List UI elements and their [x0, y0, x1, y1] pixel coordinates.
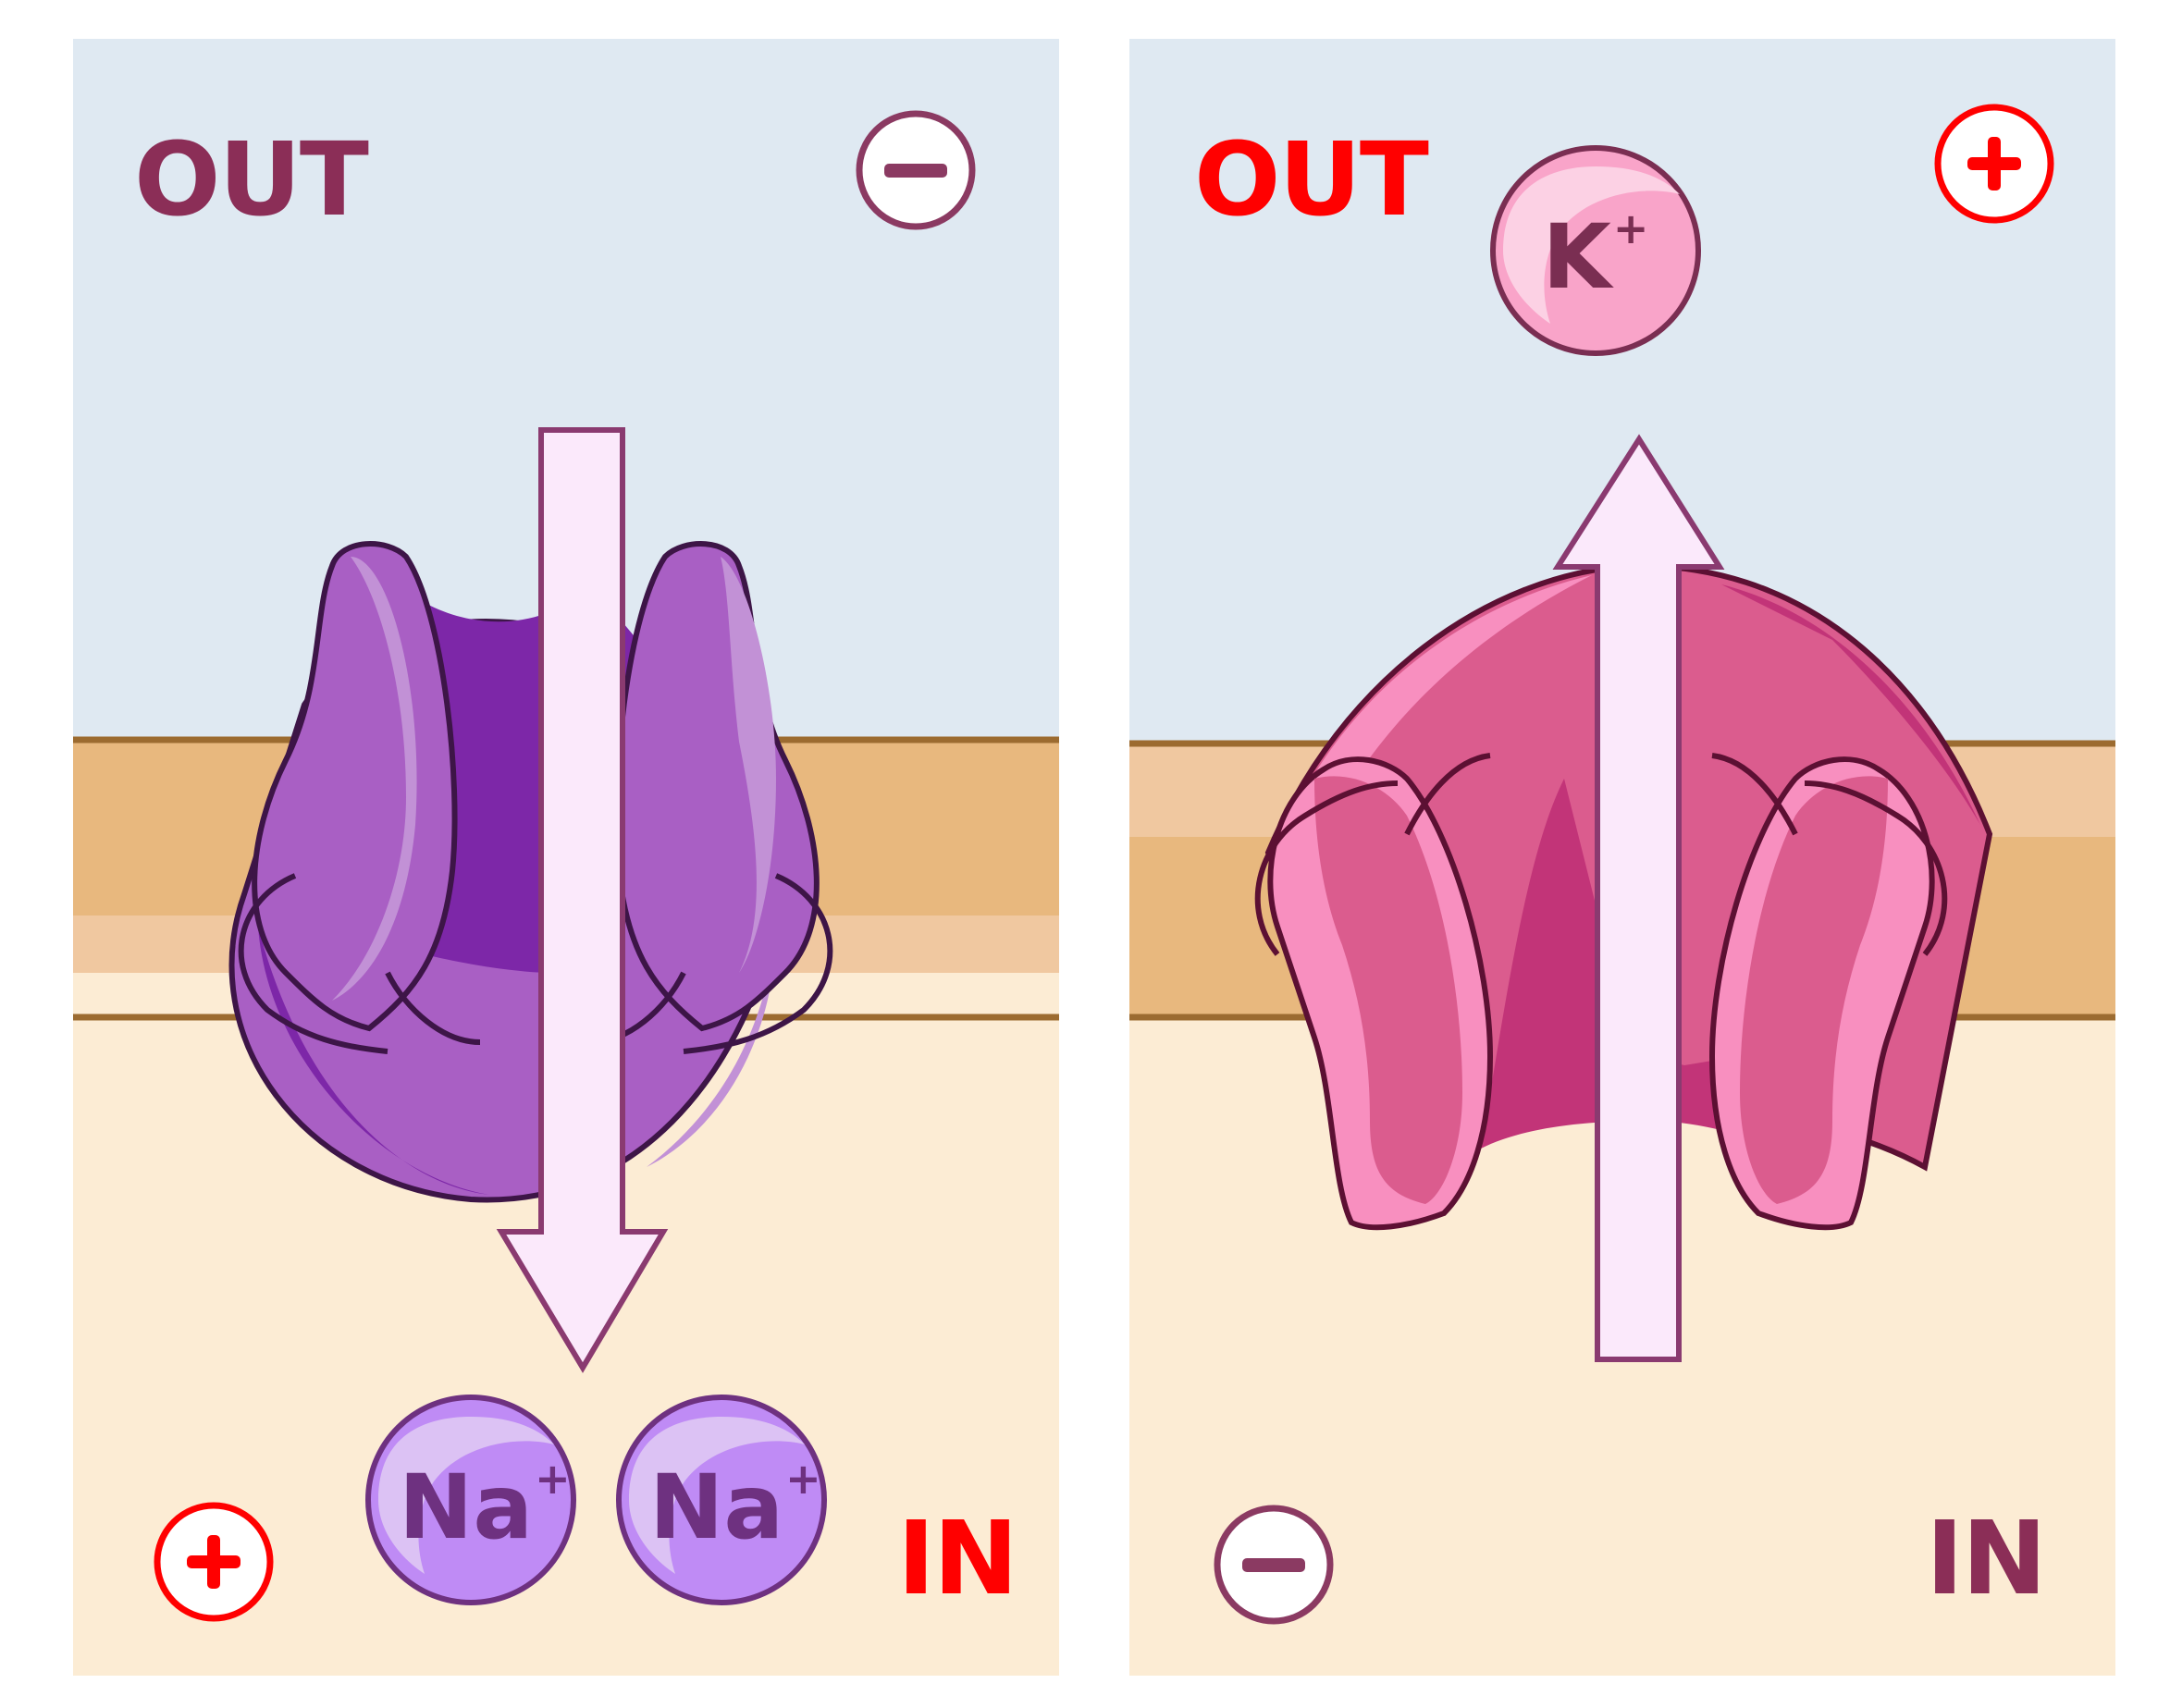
inside-label: IN [1926, 1499, 2047, 1617]
arrow-down-icon [496, 427, 669, 1373]
ion-charge: + [785, 1454, 821, 1504]
ion-charge: + [535, 1454, 571, 1504]
ion-charge: + [1612, 203, 1649, 253]
sodium-ion-2 [616, 1395, 827, 1605]
outside-label: OUT [1194, 120, 1429, 239]
plus-circle-icon [154, 1502, 274, 1622]
sodium-channel-illustration [73, 39, 1059, 1676]
ion-symbol: Na [649, 1456, 784, 1559]
plus-circle-icon [1934, 104, 2054, 224]
potassium-channel-panel: OUT IN K+ [1129, 39, 2115, 1676]
ion-symbol: Na [399, 1456, 534, 1559]
ion-symbol: K [1542, 205, 1611, 309]
potassium-ion-label: K+ [1526, 207, 1665, 301]
minus-circle-icon [1214, 1505, 1334, 1625]
arrow-up-icon [1552, 434, 1725, 1362]
sodium-channel-panel: OUT IN Na+ Na+ [73, 39, 1059, 1676]
outside-label: OUT [134, 120, 369, 239]
sodium-ion-1-label: Na+ [399, 1457, 571, 1552]
sodium-ion-1 [365, 1395, 576, 1605]
potassium-channel-illustration [1129, 39, 2115, 1676]
sodium-ion-2-label: Na+ [649, 1457, 821, 1552]
inside-label: IN [897, 1499, 1018, 1617]
minus-circle-icon [856, 110, 976, 230]
potassium-ion [1490, 145, 1701, 356]
